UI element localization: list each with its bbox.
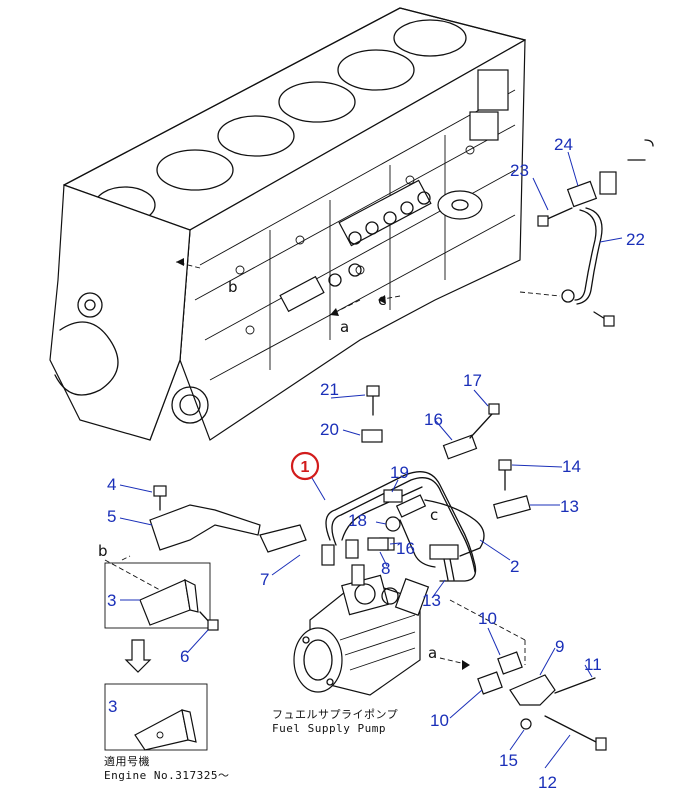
callout-labels: 2 3 3 4 5 6 7 8 9 10 10 11 12 13 13 14 1… bbox=[107, 135, 645, 792]
callout-part-3-lower: 3 bbox=[108, 697, 117, 716]
callout-part-21: 21 bbox=[320, 380, 339, 399]
ref-letter-b-block: b bbox=[228, 278, 238, 296]
ref-letter-c-block: c bbox=[378, 291, 386, 309]
callout-leaders bbox=[119, 151, 623, 769]
callout-part-5: 5 bbox=[107, 507, 116, 526]
callout-part-8: 8 bbox=[381, 559, 390, 578]
callout-part-23: 23 bbox=[510, 161, 529, 180]
ref-letter-a-pump: a bbox=[428, 644, 437, 662]
return-pipe-assembly bbox=[519, 139, 654, 327]
pump-label-english: Fuel Supply Pump bbox=[272, 722, 386, 735]
highlighted-part-number: 1 bbox=[301, 459, 310, 476]
fuel-supply-pump-drawing bbox=[293, 537, 430, 696]
callout-part-10-upper: 10 bbox=[478, 609, 497, 628]
callout-part-3-upper: 3 bbox=[107, 591, 116, 610]
callout-part-4: 4 bbox=[107, 475, 116, 494]
callout-part-6: 6 bbox=[180, 647, 189, 666]
callout-part-7: 7 bbox=[260, 570, 269, 589]
serial-label-english: Engine No.317325～ bbox=[104, 769, 229, 782]
ref-letter-a-block: a bbox=[340, 318, 349, 336]
lower-support-assembly bbox=[121, 555, 607, 751]
callout-part-12: 12 bbox=[538, 773, 557, 792]
callout-part-2: 2 bbox=[510, 557, 519, 576]
callout-part-11: 11 bbox=[584, 655, 602, 674]
callout-part-13-lower: 13 bbox=[422, 591, 441, 610]
callout-part-16-lower: 16 bbox=[396, 539, 415, 558]
callout-part-14: 14 bbox=[562, 457, 581, 476]
bracket-assembly bbox=[104, 485, 307, 751]
fuel-lines bbox=[325, 385, 531, 582]
engine-block-drawing bbox=[49, 7, 526, 441]
callout-part-20: 20 bbox=[320, 420, 339, 439]
highlighted-part-marker: 1 bbox=[290, 451, 320, 481]
callout-part-24: 24 bbox=[554, 135, 573, 154]
callout-part-9: 9 bbox=[555, 637, 564, 656]
ref-letter-c-line: c bbox=[430, 506, 438, 524]
callout-part-10-lower: 10 bbox=[430, 711, 449, 730]
callout-part-15: 15 bbox=[499, 751, 518, 770]
callout-part-13-right: 13 bbox=[560, 497, 579, 516]
callout-part-18: 18 bbox=[348, 511, 367, 530]
serial-label-japanese: 適用号機 bbox=[104, 754, 150, 768]
callout-part-17: 17 bbox=[463, 371, 482, 390]
callout-part-22: 22 bbox=[626, 230, 645, 249]
ref-letter-b-bracket: b bbox=[98, 542, 108, 560]
pump-label-japanese: フュエルサプライポンプ bbox=[272, 708, 398, 721]
callout-part-19: 19 bbox=[390, 463, 409, 482]
callout-part-16-upper: 16 bbox=[424, 410, 443, 429]
